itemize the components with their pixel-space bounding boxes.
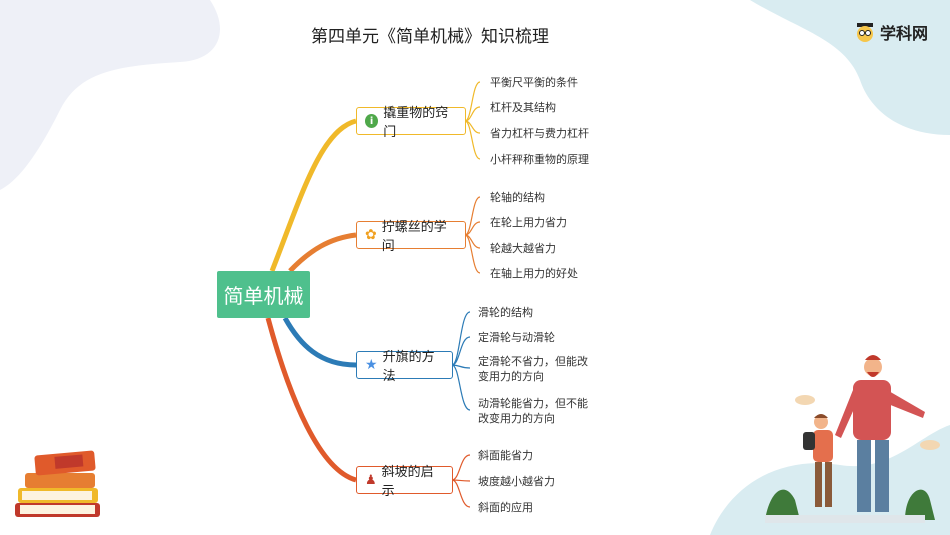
mindmap-root-node: 简单机械 — [217, 271, 310, 318]
leaf-node: 滑轮的结构 — [478, 306, 533, 319]
branch-label: 撬重物的窍门 — [383, 106, 449, 140]
leaf-node: 动滑轮能省力，但不能 改变用力的方向 — [478, 397, 588, 425]
background-blob-top-left — [0, 0, 220, 190]
logo: 学科网 — [854, 20, 928, 44]
leaf-node: 平衡尺平衡的条件 — [490, 76, 578, 89]
father-child-illustration — [765, 355, 940, 523]
branch-node-3: ★ 升旗的方法 — [356, 350, 453, 384]
leaf-node: 定滑轮与动滑轮 — [478, 331, 555, 344]
leaf-node: 斜面的应用 — [478, 501, 533, 514]
leaf-node: 轮轴的结构 — [490, 191, 545, 204]
leaf-node: 杠杆及其结构 — [490, 101, 556, 114]
logo-text: 学科网 — [879, 24, 928, 43]
leaf-node: 在轴上用力的好处 — [490, 267, 578, 280]
branch-node-4: ♟ 斜坡的启示 — [356, 465, 453, 499]
books-illustration — [15, 450, 100, 517]
connector-root-branch-1 — [269, 118, 357, 272]
owl-logo-icon — [856, 23, 873, 42]
branch-label: 拧螺丝的学问 — [381, 220, 447, 254]
branch-node-1: i 撬重物的窍门 — [356, 106, 466, 140]
background-blob-top-right — [750, 0, 950, 135]
branch-node-2: ✿ 拧螺丝的学问 — [356, 220, 466, 254]
info-icon: i — [365, 114, 379, 128]
connector-root-branch-3 — [282, 316, 357, 368]
leaf-node: 坡度越小越省力 — [478, 475, 555, 488]
leaf-node: 定滑轮不省力，但能改 变用力的方向 — [478, 355, 588, 383]
leaf-node: 在轮上用力省力 — [490, 216, 567, 229]
person-icon: ♟ — [365, 472, 377, 488]
star-icon: ★ — [365, 357, 378, 373]
leaf-node: 省力杠杆与费力杠杆 — [490, 127, 589, 140]
connector-root-branch-4 — [265, 317, 357, 483]
branch-label: 升旗的方法 — [382, 350, 435, 384]
gear-icon: ✿ — [365, 227, 377, 243]
leaf-node: 轮越大越省力 — [490, 242, 556, 255]
branch-label: 斜坡的启示 — [381, 465, 434, 499]
leaf-node: 小杆秤称重物的原理 — [490, 153, 589, 166]
connector-root-branch-2 — [288, 232, 357, 273]
leaf-node: 斜面能省力 — [478, 449, 533, 462]
page-title: 第四单元《简单机械》知识梳理 — [311, 27, 549, 47]
